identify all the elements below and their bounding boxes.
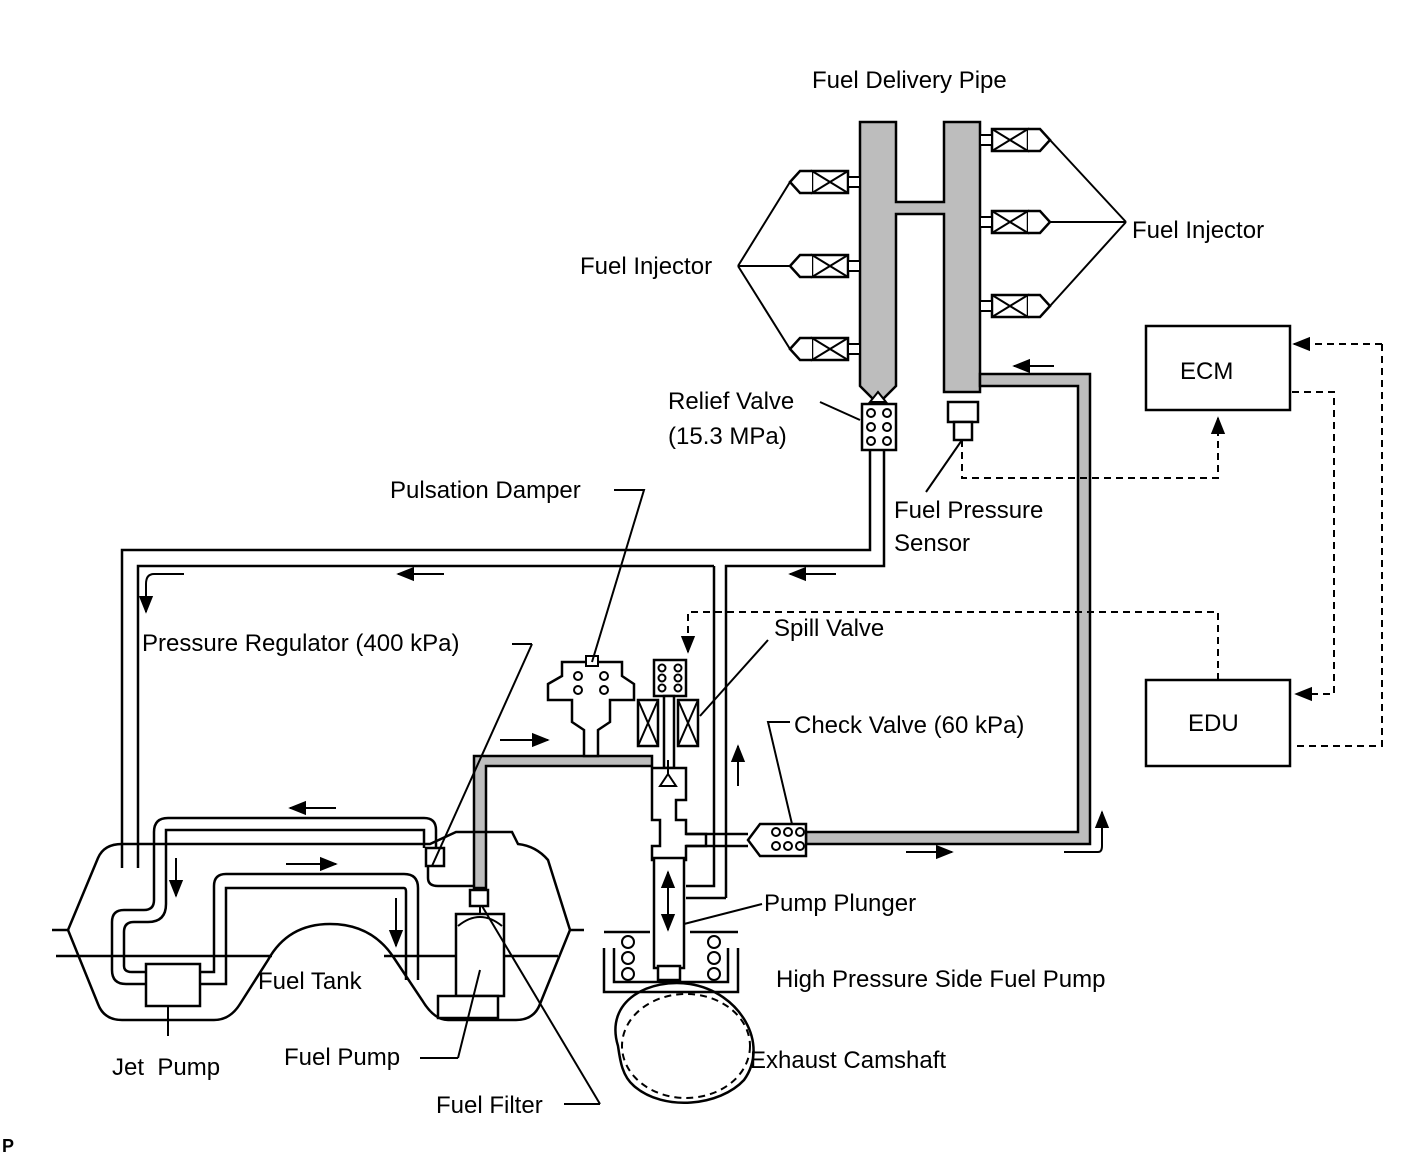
injector-leaders xyxy=(737,139,1127,350)
fuel-tank-label: Fuel Tank xyxy=(258,968,363,995)
figure-code-label: P xyxy=(2,1136,14,1156)
high-pressure-line xyxy=(804,372,1092,846)
relief-valve-label: Relief Valve xyxy=(668,388,794,415)
jet-pump-label: Jet Pump xyxy=(112,1054,220,1081)
check-valve xyxy=(686,721,808,858)
return-lines xyxy=(120,450,886,900)
pressure-regulator-label: Pressure Regulator (400 kPa) xyxy=(142,630,459,657)
exhaust-camshaft xyxy=(614,981,755,1104)
ecm-box xyxy=(1144,324,1292,412)
fuel-pressure-sensor-label: Fuel Pressure xyxy=(894,497,1043,524)
high-pressure-pump-body xyxy=(602,760,763,994)
edu-box xyxy=(1144,678,1292,768)
fuel-injector-left-label: Fuel Injector xyxy=(580,253,712,280)
pulsation-damper xyxy=(546,489,646,758)
ecm-label: ECM xyxy=(1180,358,1233,385)
spill-valve xyxy=(636,639,769,770)
fuel-injector-icon xyxy=(978,127,1052,319)
relief-valve-pressure-label: (15.3 MPa) xyxy=(668,423,787,450)
high-pressure-pump-label: High Pressure Side Fuel Pump xyxy=(776,966,1105,993)
label-leaders xyxy=(420,643,600,1105)
fuel-delivery-pipe-label: Fuel Delivery Pipe xyxy=(812,67,1007,94)
signal-lines xyxy=(680,336,1383,747)
low-pressure-line xyxy=(472,754,654,890)
relief-valve xyxy=(819,390,898,452)
spill-valve-label: Spill Valve xyxy=(774,615,884,642)
pulsation-damper-label: Pulsation Damper xyxy=(390,477,581,504)
tank-piping xyxy=(110,643,601,1105)
pump-plunger-label: Pump Plunger xyxy=(764,890,916,917)
fuel-pump-label: Fuel Pump xyxy=(284,1044,400,1071)
edu-label: EDU xyxy=(1188,710,1239,737)
flow-arrows xyxy=(138,358,1110,948)
exhaust-camshaft-label: Exhaust Camshaft xyxy=(750,1047,946,1074)
fuel-injector-icon xyxy=(788,169,862,362)
fuel-pressure-sensor-label-2: Sensor xyxy=(894,530,970,557)
fuel-pressure-sensor xyxy=(925,400,980,493)
fuel-delivery-pipe xyxy=(858,120,982,406)
check-valve-label: Check Valve (60 kPa) xyxy=(794,712,1024,739)
fuel-filter-label: Fuel Filter xyxy=(436,1092,543,1119)
fuel-injector-right-label: Fuel Injector xyxy=(1132,217,1264,244)
